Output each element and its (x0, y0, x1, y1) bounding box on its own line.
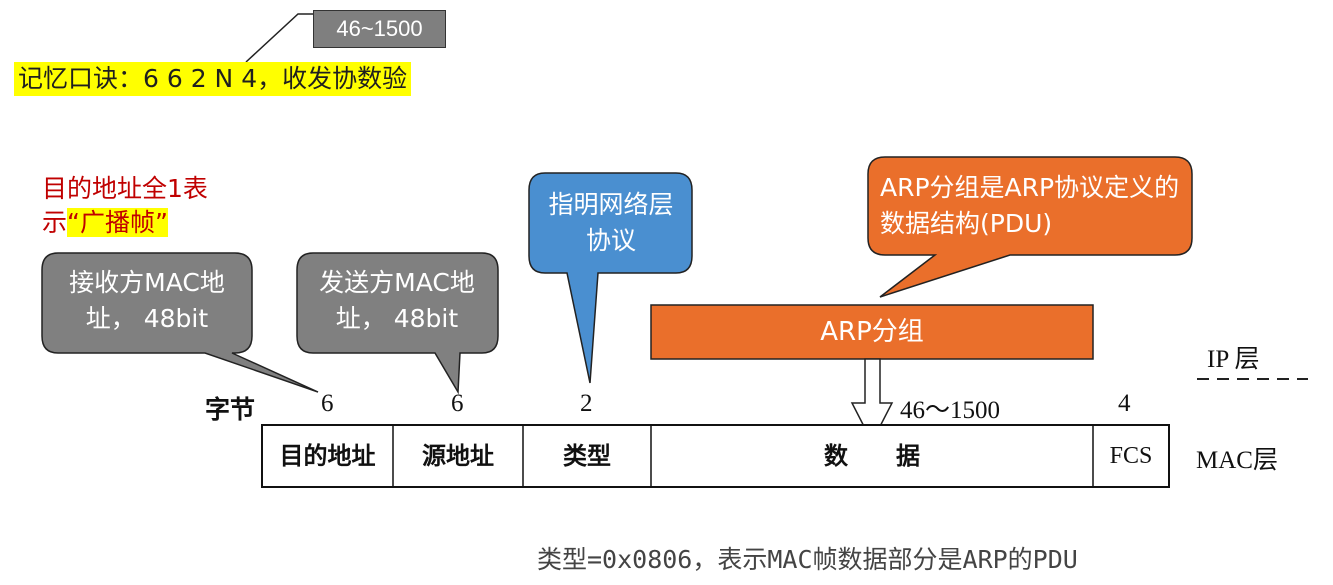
frame-field-dest-address: 目的地址 (279, 442, 376, 470)
type-byte-count: 2 (580, 390, 593, 417)
frame-field-fcs: FCS (1109, 443, 1153, 469)
type-value-note: 类型=0x0806，表示MAC帧数据部分是ARP的PDU (537, 545, 1078, 574)
broadcast-note-highlight: “广播帧” (67, 208, 168, 237)
payload-size-note: 46~1500 (313, 10, 446, 48)
arp-packet-label: ARP分组 (820, 317, 924, 347)
src-mac-bubble (296, 252, 499, 395)
broadcast-note: 目的地址全1表示“广播帧” (42, 172, 242, 240)
broadcast-note-text: 目的地址全1表示 (42, 174, 208, 237)
data-byte-count: 46～1500 (900, 397, 1001, 424)
type-bubble (528, 172, 693, 384)
arp-definition-bubble (867, 156, 1193, 298)
note-leader-line (245, 13, 313, 63)
frame-field-data: 数 据 (824, 442, 920, 470)
src-byte-count: 6 (451, 390, 464, 417)
dest-mac-bubble (41, 252, 319, 393)
src-mac-callout-text: 发送方MAC地址， 48bit (319, 268, 475, 333)
mac-layer-label: MAC层 (1196, 447, 1278, 474)
ip-layer-label: IP 层 (1207, 346, 1260, 373)
fcs-byte-count: 4 (1118, 390, 1131, 417)
frame-field-type: 类型 (563, 442, 611, 470)
bytes-label: 字节 (205, 395, 256, 424)
mac-frame (261, 424, 1170, 488)
dest-mac-callout-text: 接收方MAC地址， 48bit (69, 268, 225, 333)
arp-definition-callout-text: ARP分组是ARP协议定义的数据结构(PDU) (880, 173, 1180, 238)
dest-byte-count: 6 (321, 390, 334, 417)
type-callout-text: 指明网络层协议 (548, 190, 674, 255)
frame-field-src-address: 源地址 (422, 442, 494, 470)
encapsulation-arrow (850, 358, 894, 444)
mnemonic-text: 记忆口诀：6 6 2 N 4，收发协数验 (14, 62, 412, 96)
